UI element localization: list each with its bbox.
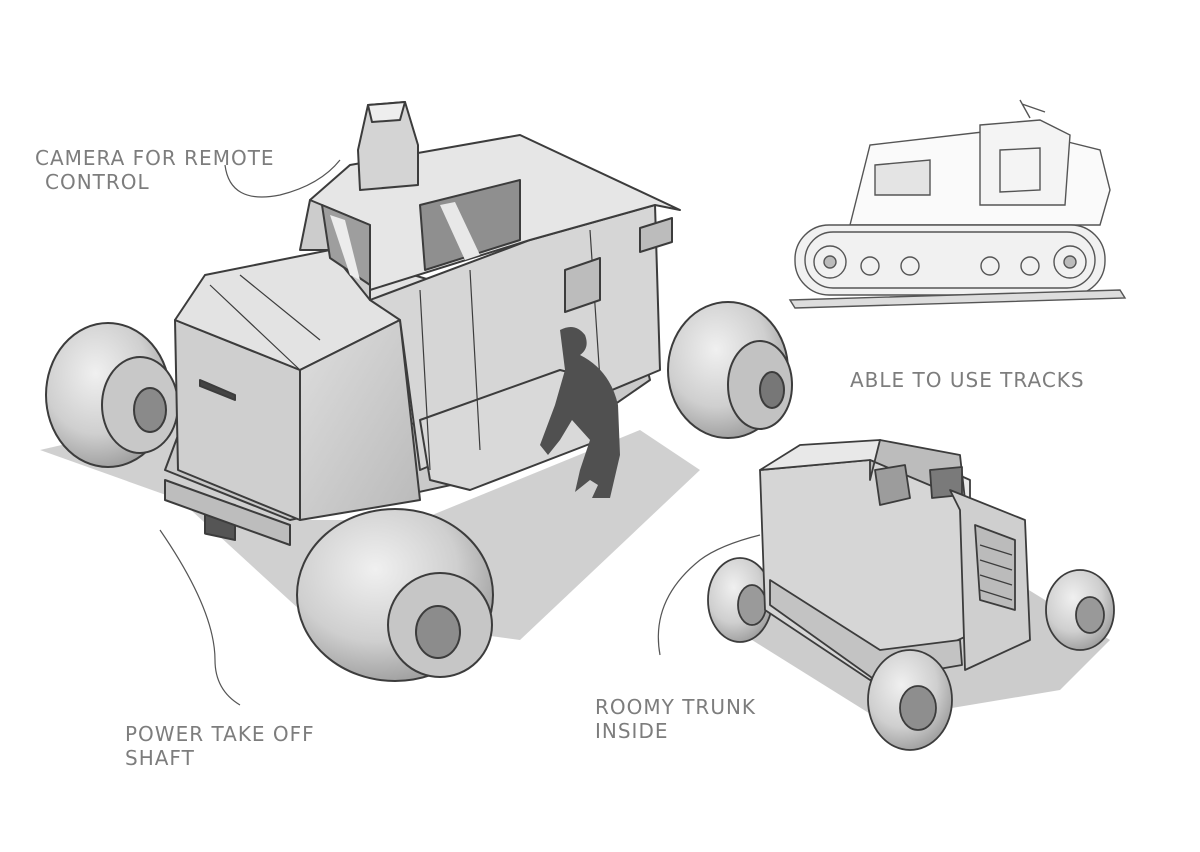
- annotation-tracks: ABLE TO USE TRACKS: [850, 368, 1085, 392]
- annotation-pto-line2: SHAFT: [125, 746, 195, 770]
- annotation-camera: CAMERA FOR REMOTE CONTROL: [35, 146, 275, 194]
- compact-front-wheel: [867, 649, 953, 751]
- annotation-camera-line1: CAMERA FOR REMOTE: [35, 146, 275, 170]
- operator-silhouette: [540, 326, 620, 498]
- tracked-variant-sketch: [788, 99, 1127, 309]
- annotation-trunk-line1: ROOMY TRUNK: [595, 695, 757, 719]
- annotation-pto: POWER TAKE OFF SHAFT: [125, 722, 315, 770]
- main-vehicle-sketch: [40, 101, 793, 682]
- annotation-trunk: ROOMY TRUNK INSIDE: [595, 695, 756, 743]
- compact-right-wheel: [1045, 569, 1115, 651]
- annotation-tracks-line1: ABLE TO USE TRACKS: [850, 368, 1085, 392]
- camera-mast: [357, 101, 419, 191]
- annotation-trunk-line2: INSIDE: [595, 719, 669, 743]
- annotation-camera-line2: CONTROL: [45, 170, 150, 194]
- compact-variant-sketch: [707, 439, 1115, 751]
- compact-rear-wheel: [707, 557, 773, 643]
- leader-lines: [159, 159, 761, 706]
- rear-right-wheel: [667, 301, 793, 439]
- front-wheel: [296, 508, 494, 682]
- annotation-pto-line1: POWER TAKE OFF: [125, 722, 315, 746]
- rear-left-wheel: [45, 322, 179, 468]
